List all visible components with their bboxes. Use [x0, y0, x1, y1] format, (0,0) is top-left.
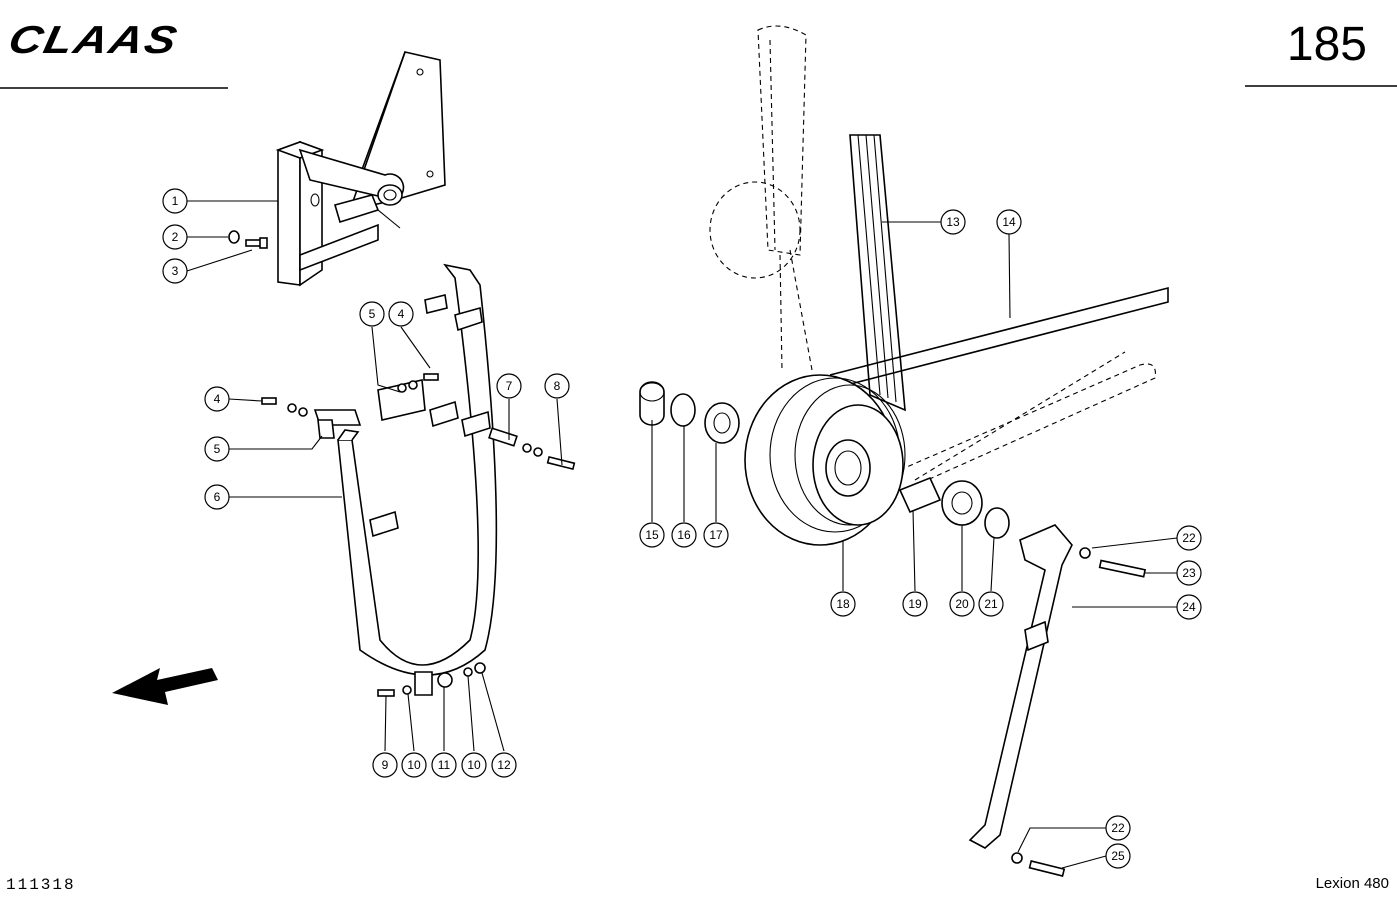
- callout-6: 6: [214, 490, 221, 504]
- callout-17: 17: [709, 528, 723, 542]
- callout-20: 20: [955, 597, 969, 611]
- callout-14: 14: [1002, 215, 1016, 229]
- callout-5-lower: 5: [214, 442, 221, 456]
- callout-25: 25: [1111, 849, 1125, 863]
- callout-1: 1: [172, 194, 179, 208]
- callout-21: 21: [984, 597, 998, 611]
- callout-markers: [162, 188, 1202, 869]
- callout-15: 15: [645, 528, 659, 542]
- header-rules: [0, 85, 1397, 89]
- callout-22-lower: 22: [1111, 821, 1125, 835]
- callout-23: 23: [1182, 566, 1196, 580]
- callout-8: 8: [554, 379, 561, 393]
- callout-4-upper: 4: [398, 307, 405, 321]
- callout-10-right: 10: [467, 758, 481, 772]
- page-number: 185: [1286, 18, 1367, 71]
- model-name: Lexion 480: [1315, 875, 1389, 892]
- callout-16: 16: [677, 528, 691, 542]
- u-strap: [313, 263, 498, 696]
- callout-18: 18: [836, 597, 850, 611]
- bearing-set: [639, 381, 1010, 539]
- callout-3: 3: [172, 264, 179, 278]
- callout-19: 19: [908, 597, 922, 611]
- tension-arm: [968, 524, 1147, 877]
- callout-12: 12: [497, 758, 511, 772]
- drive-belts: [829, 134, 1169, 491]
- callout-7: 7: [506, 379, 513, 393]
- leader-lines: [186, 200, 1178, 869]
- callout-4-lower: 4: [214, 392, 221, 406]
- callout-labels: 1 2 3 4 5 4 5 6 7 8 9 10 11 10 12 13 14 …: [172, 194, 1196, 863]
- drive-pulley: [744, 374, 906, 546]
- callout-2: 2: [172, 230, 179, 244]
- callout-13: 13: [946, 215, 960, 229]
- callout-10-left: 10: [407, 758, 421, 772]
- phantom-lever: [709, 25, 813, 371]
- callout-11: 11: [438, 758, 451, 772]
- drawing-number: 111318: [6, 876, 76, 894]
- mounting-bracket: [275, 51, 446, 287]
- callout-22-upper: 22: [1182, 531, 1196, 545]
- strap-hardware: [261, 373, 576, 697]
- direction-arrow: [112, 668, 218, 705]
- callout-9: 9: [382, 758, 389, 772]
- callout-24: 24: [1182, 600, 1196, 614]
- bracket-fasteners: [228, 230, 268, 249]
- callout-5-upper: 5: [369, 307, 376, 321]
